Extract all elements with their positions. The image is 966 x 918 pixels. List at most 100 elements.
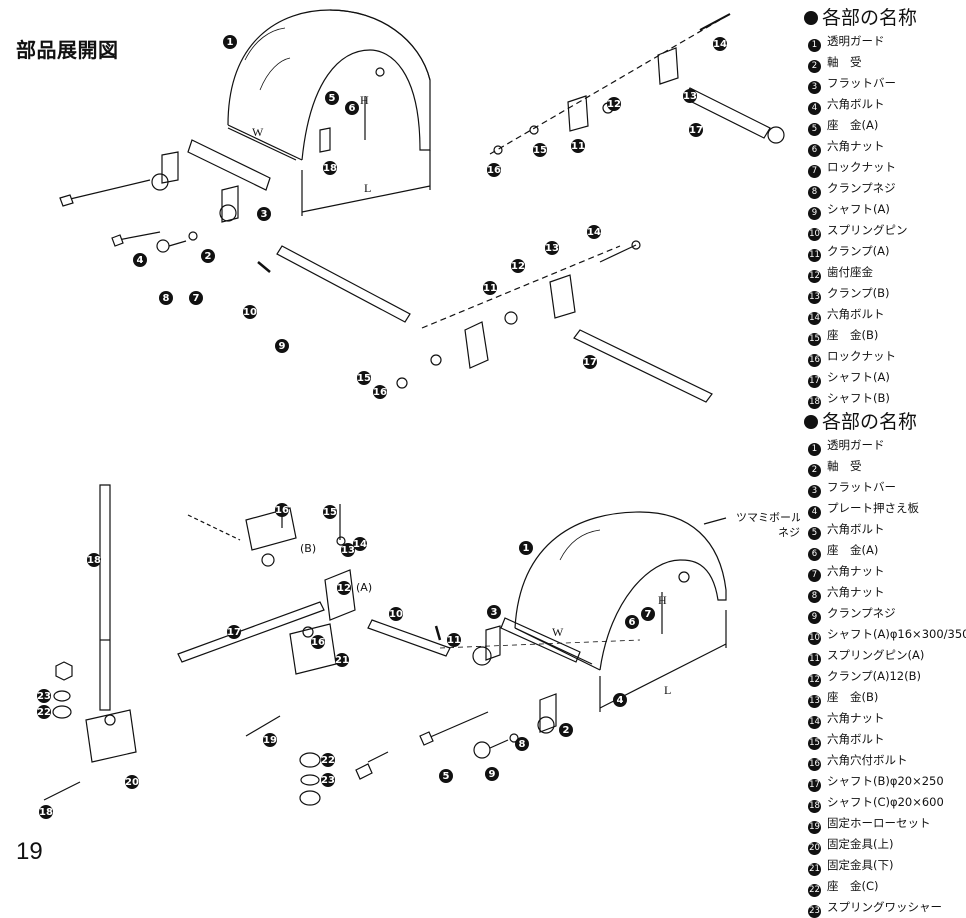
part-name: クランプ(B)	[827, 286, 890, 301]
part-name: シャフト(A)	[827, 202, 890, 217]
callout-marker: 22	[37, 705, 51, 719]
callout-number: 10	[389, 609, 403, 620]
callout-number: 18	[87, 555, 101, 566]
part-number-badge: 3	[808, 81, 821, 95]
callout-number: 11	[447, 635, 461, 646]
callout-circle	[125, 775, 139, 789]
part-name: 軸 受	[827, 459, 862, 474]
callout-number: 17	[227, 627, 241, 638]
callout-number: 16	[487, 165, 501, 176]
bullet-icon	[804, 415, 818, 429]
callout-marker: 7	[641, 607, 655, 621]
callout-marker: 14	[587, 225, 601, 239]
part-number-badge: 15	[808, 333, 821, 347]
callout-number: 14	[353, 539, 367, 550]
part-name: ロックナット	[827, 349, 896, 364]
callout-number: 7	[193, 293, 200, 304]
part-number-badge: 1	[808, 39, 821, 53]
callout-circle	[641, 607, 655, 621]
callout-marker: 4	[133, 253, 147, 267]
callout-circle	[389, 607, 403, 621]
callout-number: 13	[341, 545, 355, 556]
part-number-badge: 16	[808, 758, 821, 772]
callout-circle	[571, 139, 585, 153]
callout-marker: 15	[323, 505, 337, 519]
callout-marker: 6	[625, 615, 639, 629]
transparent-guard-top	[227, 9, 431, 161]
part-number-badge: 7	[808, 569, 821, 583]
callout-number: 14	[713, 39, 727, 50]
part-number-badge: 11	[808, 249, 821, 263]
callout-circle	[133, 253, 147, 267]
callout-number: 22	[37, 707, 51, 718]
callout-marker: 16	[487, 163, 501, 177]
callout-circle	[263, 733, 277, 747]
part-number-badge: 5	[808, 527, 821, 541]
part-number-badge: 21	[808, 863, 821, 877]
part-name: フラットバー	[827, 480, 896, 495]
part-number-badge: 18	[808, 396, 821, 410]
callout-marker: 15	[357, 371, 371, 385]
part-name: シャフト(B)	[827, 391, 890, 406]
callout-circle	[447, 633, 461, 647]
callout-number: 11	[483, 283, 497, 294]
part-number-badge: 6	[808, 144, 821, 158]
callout-number: 4	[137, 255, 144, 266]
callout-circle	[515, 737, 529, 751]
dim-l-top: L	[364, 181, 371, 195]
part-name: クランプネジ	[827, 181, 896, 196]
callout-number: 17	[689, 125, 703, 136]
part-name: スプリングピン	[827, 223, 908, 238]
part-name: クランプネジ	[827, 606, 896, 621]
callout-marker: 12	[511, 259, 525, 273]
callout-circle	[345, 101, 359, 115]
callout-marker: 18	[87, 553, 101, 567]
callout-circle	[511, 259, 525, 273]
callout-number: 1	[523, 543, 530, 554]
part-name: クランプ(A)	[827, 244, 890, 259]
part-number-badge: 13	[808, 695, 821, 709]
part-name: 六角ナット	[827, 711, 885, 726]
part-name: 歯付座金	[827, 265, 873, 280]
callout-marker: 16	[311, 635, 325, 649]
legend-item: 18 シャフト(B)	[808, 388, 917, 410]
callout-marker: 5	[325, 91, 339, 105]
legend-item: 21 固定金具(下)	[808, 855, 966, 877]
callout-marker: 10	[389, 607, 403, 621]
callout-number: 18	[323, 163, 337, 174]
callout-circle	[439, 769, 453, 783]
part-number-badge: 10	[808, 632, 821, 646]
callout-marker: 12	[607, 97, 621, 111]
callout-circle	[689, 123, 703, 137]
callout-circle	[487, 163, 501, 177]
part-name: 固定金具(下)	[827, 858, 894, 873]
dim-h-top: H	[360, 93, 369, 107]
callout-marker: 2	[559, 723, 573, 737]
callout-circle	[223, 35, 237, 49]
callout-number: 15	[357, 373, 371, 384]
dim-w-bottom: W	[552, 625, 564, 639]
part-number-badge: 23	[808, 905, 821, 918]
callout-circle	[373, 385, 387, 399]
callout-number: 17	[583, 357, 597, 368]
callout-number: 3	[261, 209, 268, 220]
